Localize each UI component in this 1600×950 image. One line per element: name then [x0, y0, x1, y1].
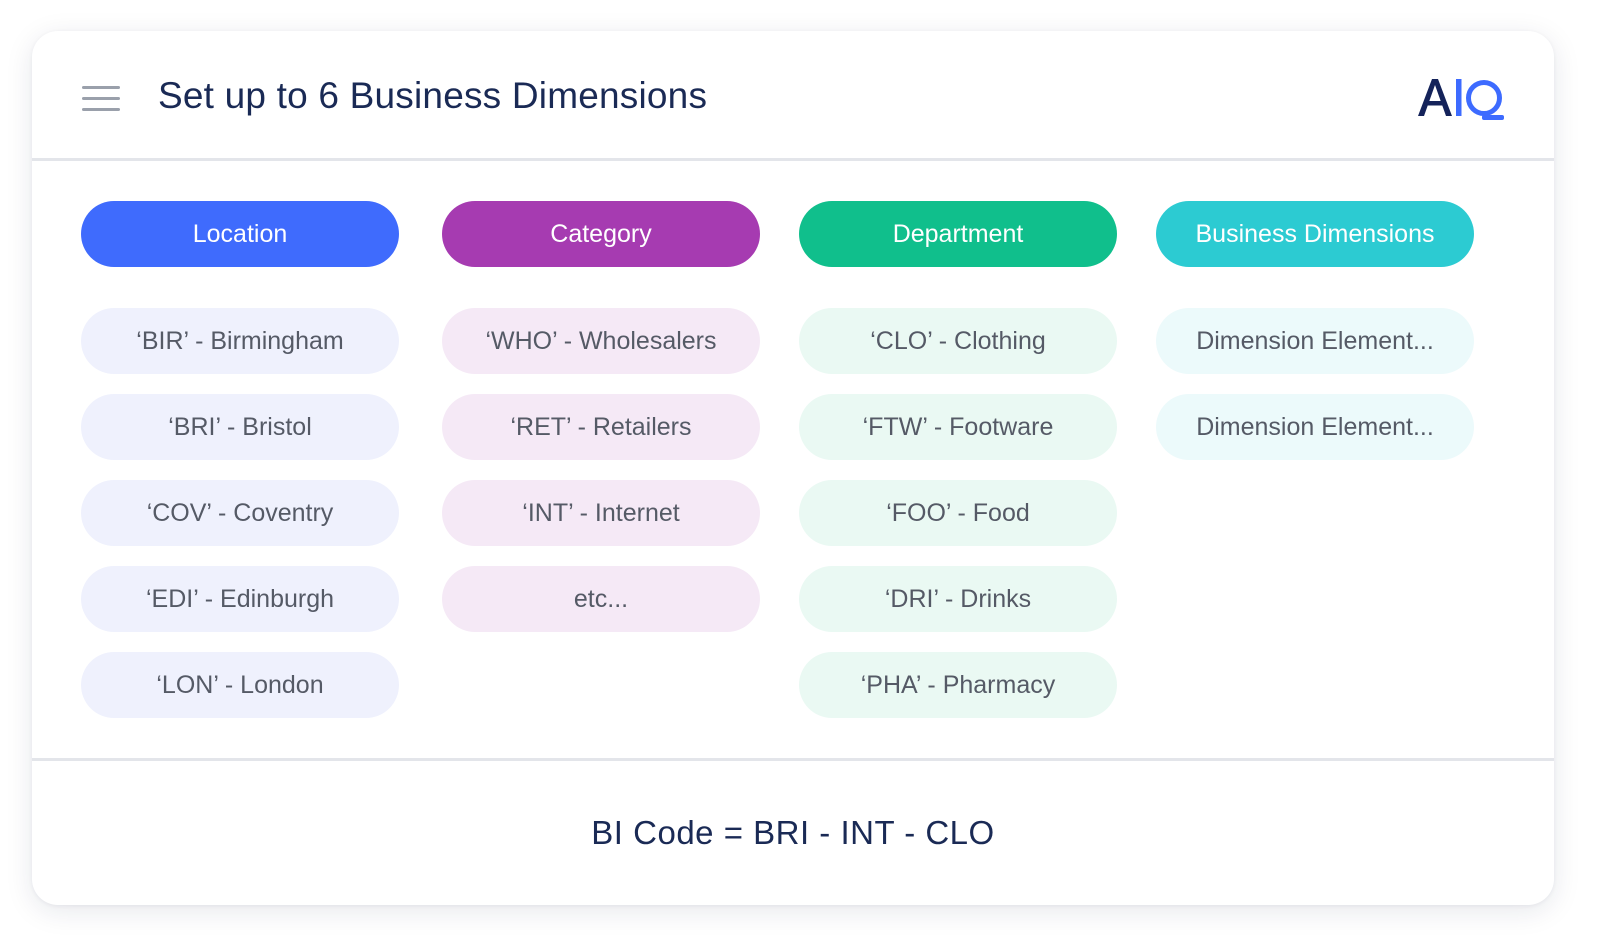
dimension-element-pill[interactable]: ‘PHA’ - Pharmacy	[799, 652, 1117, 718]
dimension-column-department: Department ‘CLO’ - Clothing ‘FTW’ - Footwa…	[799, 201, 1117, 738]
dimension-element-pill[interactable]: ‘BRI’ - Bristol	[81, 394, 399, 460]
dimension-element-pill[interactable]: Dimension Element...	[1156, 394, 1474, 460]
dimension-element-pill[interactable]: ‘BIR’ - Birmingham	[81, 308, 399, 374]
footer-divider	[32, 758, 1554, 761]
dimension-element-pill[interactable]: Dimension Element...	[1156, 308, 1474, 374]
dimension-header-category[interactable]: Category	[442, 201, 760, 267]
dimension-column-category: Category ‘WHO’ - Wholesalers ‘RET’ - Retai…	[442, 201, 760, 652]
footer: BI Code = BRI - INT - CLO	[32, 761, 1554, 905]
dimension-element-pill[interactable]: etc...	[442, 566, 760, 632]
dimension-item-list: ‘CLO’ - Clothing ‘FTW’ - Footware ‘FOO’ - …	[799, 308, 1117, 718]
dimension-element-pill[interactable]: ‘INT’ - Internet	[442, 480, 760, 546]
dimension-element-pill[interactable]: ‘WHO’ - Wholesalers	[442, 308, 760, 374]
dimension-header-department[interactable]: Department	[799, 201, 1117, 267]
dimension-element-pill[interactable]: ‘EDI’ - Edinburgh	[81, 566, 399, 632]
dimension-element-pill[interactable]: ‘COV’ - Coventry	[81, 480, 399, 546]
bi-code-formula: BI Code = BRI - INT - CLO	[591, 814, 995, 851]
dimension-element-pill[interactable]: ‘DRI’ - Drinks	[799, 566, 1117, 632]
dimension-element-pill[interactable]: ‘LON’ - London	[81, 652, 399, 718]
dimension-element-pill[interactable]: ‘CLO’ - Clothing	[799, 308, 1117, 374]
dimension-columns: Location ‘BIR’ - Birmingham ‘BRI’ - Bristo…	[81, 201, 1521, 731]
dimension-header-business-dimensions[interactable]: Business Dimensions	[1156, 201, 1474, 267]
page-title: Set up to 6 Business Dimensions	[158, 75, 708, 116]
dimension-header-location[interactable]: Location	[81, 201, 399, 267]
header-divider	[32, 158, 1554, 161]
header: Set up to 6 Business Dimensions	[32, 31, 1554, 160]
dimension-item-list: ‘BIR’ - Birmingham ‘BRI’ - Bristol ‘COV’ -…	[81, 308, 399, 718]
dimension-element-pill[interactable]: ‘RET’ - Retailers	[442, 394, 760, 460]
dimension-element-pill[interactable]: ‘FOO’ - Food	[799, 480, 1117, 546]
hamburger-menu-icon[interactable]	[82, 86, 120, 112]
dimension-item-list: ‘WHO’ - Wholesalers ‘RET’ - Retailers ‘INT…	[442, 308, 760, 632]
dimension-item-list: Dimension Element... Dimension Element...	[1156, 308, 1474, 460]
dimensions-card: Set up to 6 Business Dimensions Location…	[32, 31, 1554, 905]
dimension-element-pill[interactable]: ‘FTW’ - Footware	[799, 394, 1117, 460]
dimension-column-location: Location ‘BIR’ - Birmingham ‘BRI’ - Bristo…	[81, 201, 399, 738]
aiq-logo	[1418, 79, 1504, 120]
